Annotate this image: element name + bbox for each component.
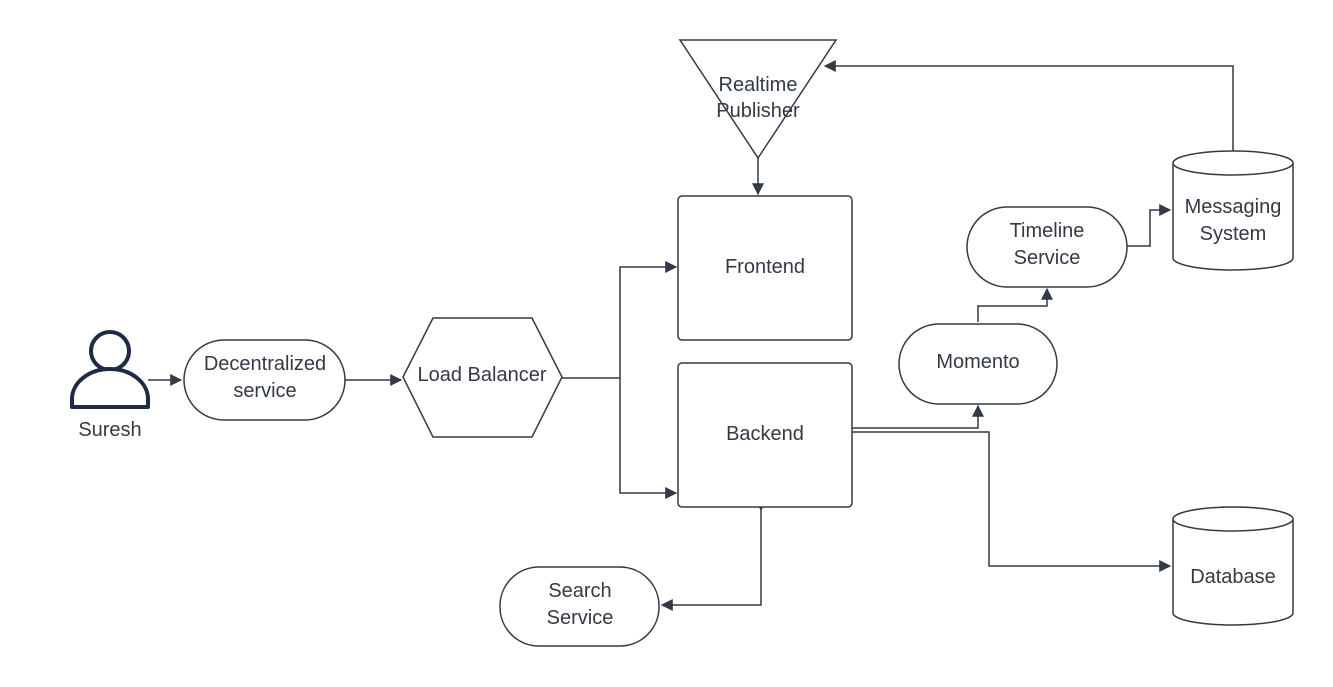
edge-load-balancer-to-frontend <box>562 261 678 379</box>
actor-suresh: Suresh <box>70 330 150 441</box>
load-balancer-label: Load Balancer <box>418 364 547 386</box>
messaging-system-label-line2: System <box>1200 223 1267 245</box>
node-backend: Backend <box>677 362 853 508</box>
node-decentralized-service: Decentralized service <box>183 339 346 421</box>
edges <box>148 60 1234 611</box>
edge-load-balancer-to-backend <box>619 378 678 499</box>
edge-momento-to-timeline <box>977 287 1053 322</box>
node-database: Database <box>1172 506 1294 626</box>
node-load-balancer: Load Balancer <box>402 317 563 438</box>
edge-messaging-to-publisher <box>823 60 1234 153</box>
realtime-publisher-label-line2: Publisher <box>716 100 800 122</box>
search-service-label-line1: Search <box>548 580 611 602</box>
momento-label: Momento <box>936 351 1019 373</box>
node-momento: Momento <box>898 323 1058 405</box>
decentralized-label-line2: service <box>233 380 296 402</box>
search-service-label-line2: Service <box>547 607 614 629</box>
edge-timeline-to-messaging <box>1127 204 1172 247</box>
timeline-service-label-line1: Timeline <box>1010 220 1085 242</box>
database-label: Database <box>1190 566 1276 588</box>
timeline-service-label-line2: Service <box>1014 247 1081 269</box>
actor-label: Suresh <box>78 419 141 441</box>
frontend-label: Frontend <box>725 256 805 278</box>
decentralized-label-line1: Decentralized <box>204 353 326 375</box>
edge-backend-to-search <box>660 499 767 611</box>
node-frontend: Frontend <box>677 195 853 341</box>
node-messaging-system: Messaging System <box>1172 150 1294 271</box>
node-realtime-publisher: Realtime Publisher <box>678 39 838 160</box>
node-search-service: Search Service <box>499 566 660 647</box>
realtime-publisher-label-line1: Realtime <box>719 74 798 96</box>
person-icon <box>70 330 150 409</box>
edge-backend-to-momento <box>852 404 984 429</box>
backend-label: Backend <box>726 423 804 445</box>
edge-backend-to-database <box>852 431 1172 572</box>
node-timeline-service: Timeline Service <box>966 206 1128 288</box>
messaging-system-label-line1: Messaging <box>1185 196 1282 218</box>
